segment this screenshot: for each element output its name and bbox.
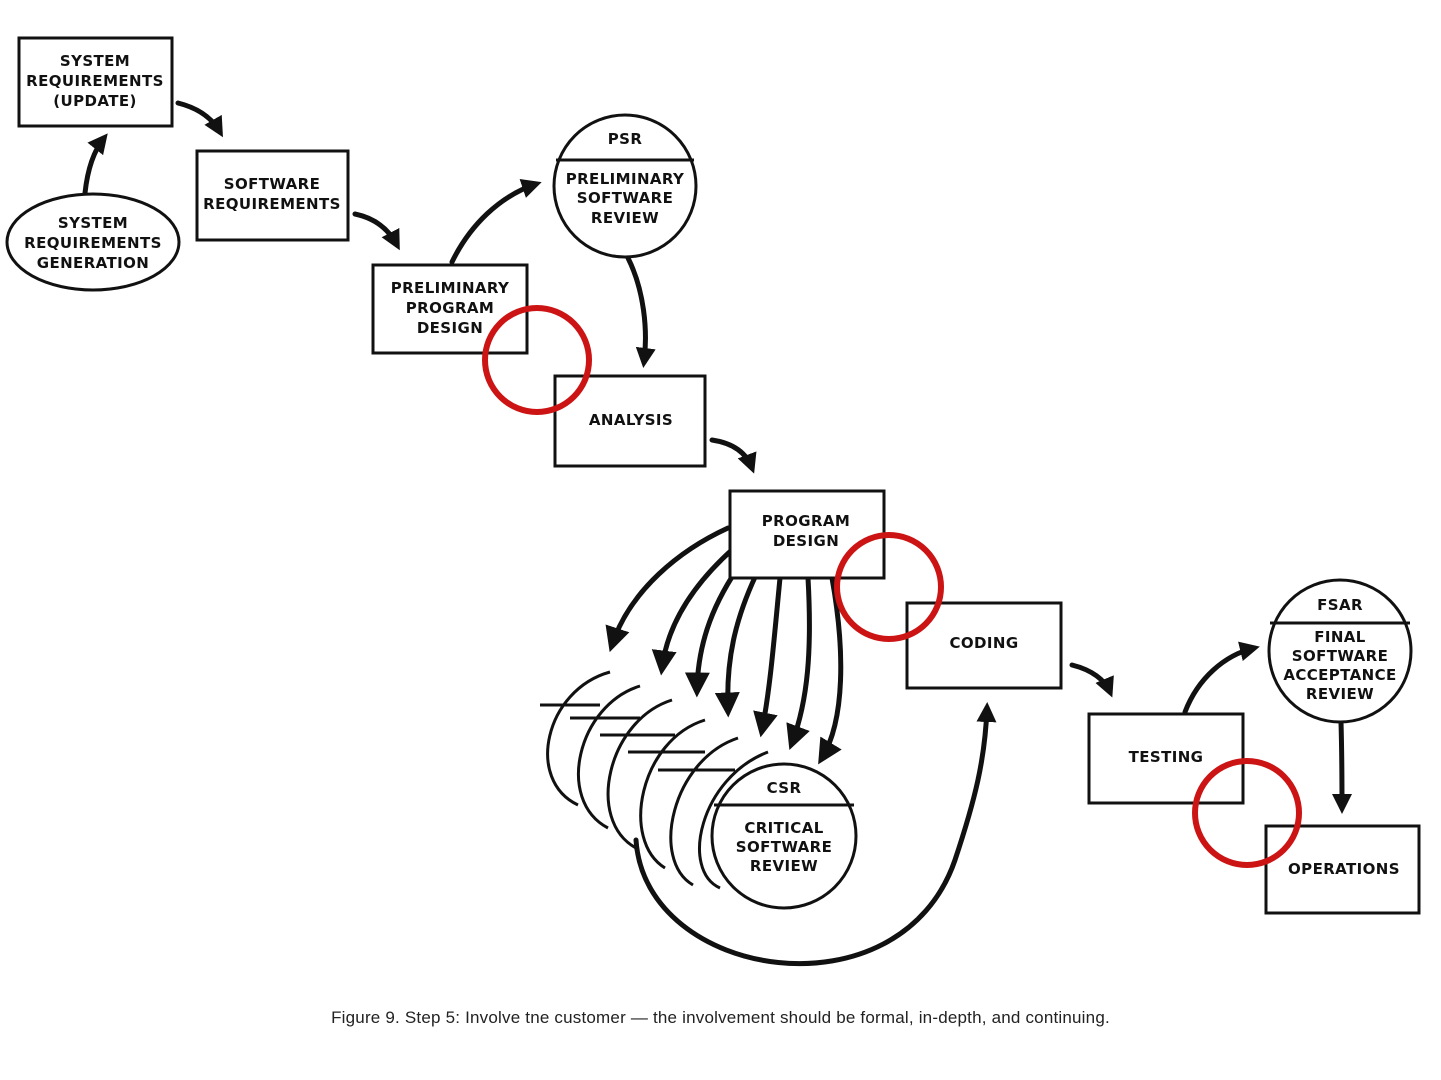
- prelim-design-line1: PRELIMINARY: [391, 279, 510, 297]
- sys-req-update-line2: REQUIREMENTS: [26, 72, 164, 90]
- fsar-abbr: FSAR: [1317, 596, 1363, 614]
- flow-arrows: [82, 100, 1352, 967]
- ellipse-system-requirements-generation: SYSTEM REQUIREMENTS GENERATION: [5, 192, 181, 292]
- prelim-design-line2: PROGRAM: [406, 299, 495, 317]
- software-req-line1: SOFTWARE: [224, 175, 321, 193]
- prelim-design-line3: DESIGN: [417, 319, 483, 337]
- program-design-line2: DESIGN: [773, 532, 839, 550]
- fan-arrow-6: [786, 575, 812, 751]
- sys-req-update-line3: (UPDATE): [53, 92, 136, 110]
- coding-label: CODING: [949, 634, 1018, 652]
- testing-label: TESTING: [1129, 748, 1204, 766]
- csr-arc-1: [546, 670, 611, 807]
- csr-abbr: CSR: [767, 779, 802, 797]
- sys-req-gen-line1: SYSTEM: [58, 214, 128, 232]
- arrow-analysis-to-program: [709, 437, 757, 474]
- fan-arrow-4: [714, 572, 759, 718]
- sys-req-gen-line3: GENERATION: [37, 254, 149, 272]
- arrow-prelim-to-psr: [449, 178, 542, 265]
- csr-fan-arrows: [605, 525, 844, 765]
- box-testing: TESTING: [1087, 712, 1245, 805]
- arrow-csr-loop-to-coding: [633, 702, 997, 967]
- psr-line1: PRELIMINARY: [566, 170, 685, 188]
- fsar-line1: FINAL: [1314, 628, 1366, 646]
- analysis-label: ANALYSIS: [589, 411, 673, 429]
- circle-preliminary-software-review: PSR PRELIMINARY SOFTWARE REVIEW: [552, 113, 698, 259]
- fsar-line4: REVIEW: [1306, 685, 1374, 703]
- csr-arc-5: [669, 736, 739, 887]
- highlight-circle-2: [834, 532, 944, 642]
- csr-stack: [540, 670, 769, 890]
- psr-abbr: PSR: [608, 130, 643, 148]
- operations-label: OPERATIONS: [1288, 860, 1400, 878]
- psr-line2: SOFTWARE: [577, 189, 674, 207]
- sys-req-gen-line2: REQUIREMENTS: [24, 234, 162, 252]
- circle-final-software-acceptance-review: FSAR FINAL SOFTWARE ACCEPTANCE REVIEW: [1267, 578, 1413, 724]
- psr-line3: REVIEW: [591, 209, 659, 227]
- box-system-requirements-update: SYSTEM REQUIREMENTS (UPDATE): [17, 36, 174, 128]
- fan-arrow-2: [651, 545, 737, 676]
- csr-arc-2: [577, 684, 641, 830]
- sys-req-update-line1: SYSTEM: [60, 52, 130, 70]
- csr-arc-3: [606, 698, 673, 850]
- csr-line3: REVIEW: [750, 857, 818, 875]
- highlight-circles: [482, 305, 1302, 868]
- highlight-circle-1: [482, 305, 592, 415]
- arrow-psr-to-analysis: [625, 255, 656, 368]
- fsar-line2: SOFTWARE: [1292, 647, 1389, 665]
- fsar-line3: ACCEPTANCE: [1283, 666, 1396, 684]
- software-req-line2: REQUIREMENTS: [203, 195, 341, 213]
- csr-arc-6: [698, 750, 769, 890]
- figure-caption: Figure 9. Step 5: Involve tne customer —…: [331, 1008, 1110, 1027]
- fan-arrow-5: [753, 575, 783, 738]
- box-program-design: PROGRAM DESIGN: [728, 489, 886, 580]
- arrow-coding-to-testing: [1069, 662, 1114, 698]
- csr-line2: SOFTWARE: [736, 838, 833, 856]
- box-coding: CODING: [905, 601, 1063, 690]
- program-design-line1: PROGRAM: [762, 512, 851, 530]
- arrow-software-to-prelim: [352, 211, 400, 251]
- box-preliminary-program-design: PRELIMINARY PROGRAM DESIGN: [371, 263, 529, 355]
- csr-line1: CRITICAL: [744, 819, 823, 837]
- arrow-update-to-software: [175, 100, 223, 138]
- csr-arc-4: [639, 718, 706, 870]
- arrow-fsar-to-operations: [1331, 719, 1352, 814]
- box-software-requirements: SOFTWARE REQUIREMENTS: [195, 149, 350, 242]
- arrow-testing-to-fsar: [1182, 641, 1260, 715]
- circle-critical-software-review: CSR CRITICAL SOFTWARE REVIEW: [710, 762, 858, 910]
- highlight-circle-3: [1192, 758, 1302, 868]
- fan-arrow-7: [818, 575, 844, 765]
- arrow-gen-to-update: [82, 133, 108, 196]
- fan-arrow-1: [605, 525, 731, 653]
